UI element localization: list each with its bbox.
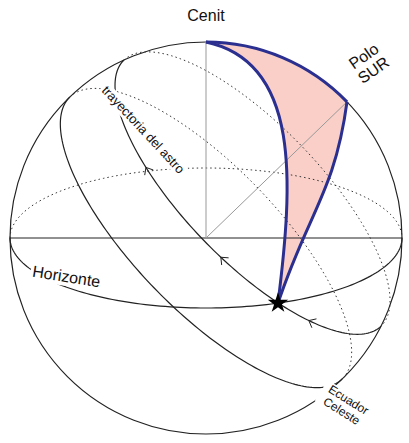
zenith-axis [206, 42, 207, 238]
equator-front [60, 97, 342, 388]
equator-back [70, 88, 352, 379]
vertical-circle [206, 42, 287, 303]
direction-tick [309, 319, 317, 328]
direction-tick [221, 257, 229, 265]
meridian-arc [206, 42, 347, 102]
sphere-label: Ecuador Celeste [315, 380, 376, 431]
sphere-label: Polo SUR [343, 39, 395, 89]
sphere-label: Cenit [187, 8, 224, 25]
horizon-front [10, 238, 402, 308]
trajectory-back [124, 52, 390, 326]
star-symbol [268, 292, 288, 311]
sphere-outline [10, 42, 402, 434]
direction-tick [145, 167, 154, 175]
trajectory-front [115, 60, 381, 334]
hour-angle-region [206, 42, 347, 303]
polar-axis [206, 102, 347, 238]
